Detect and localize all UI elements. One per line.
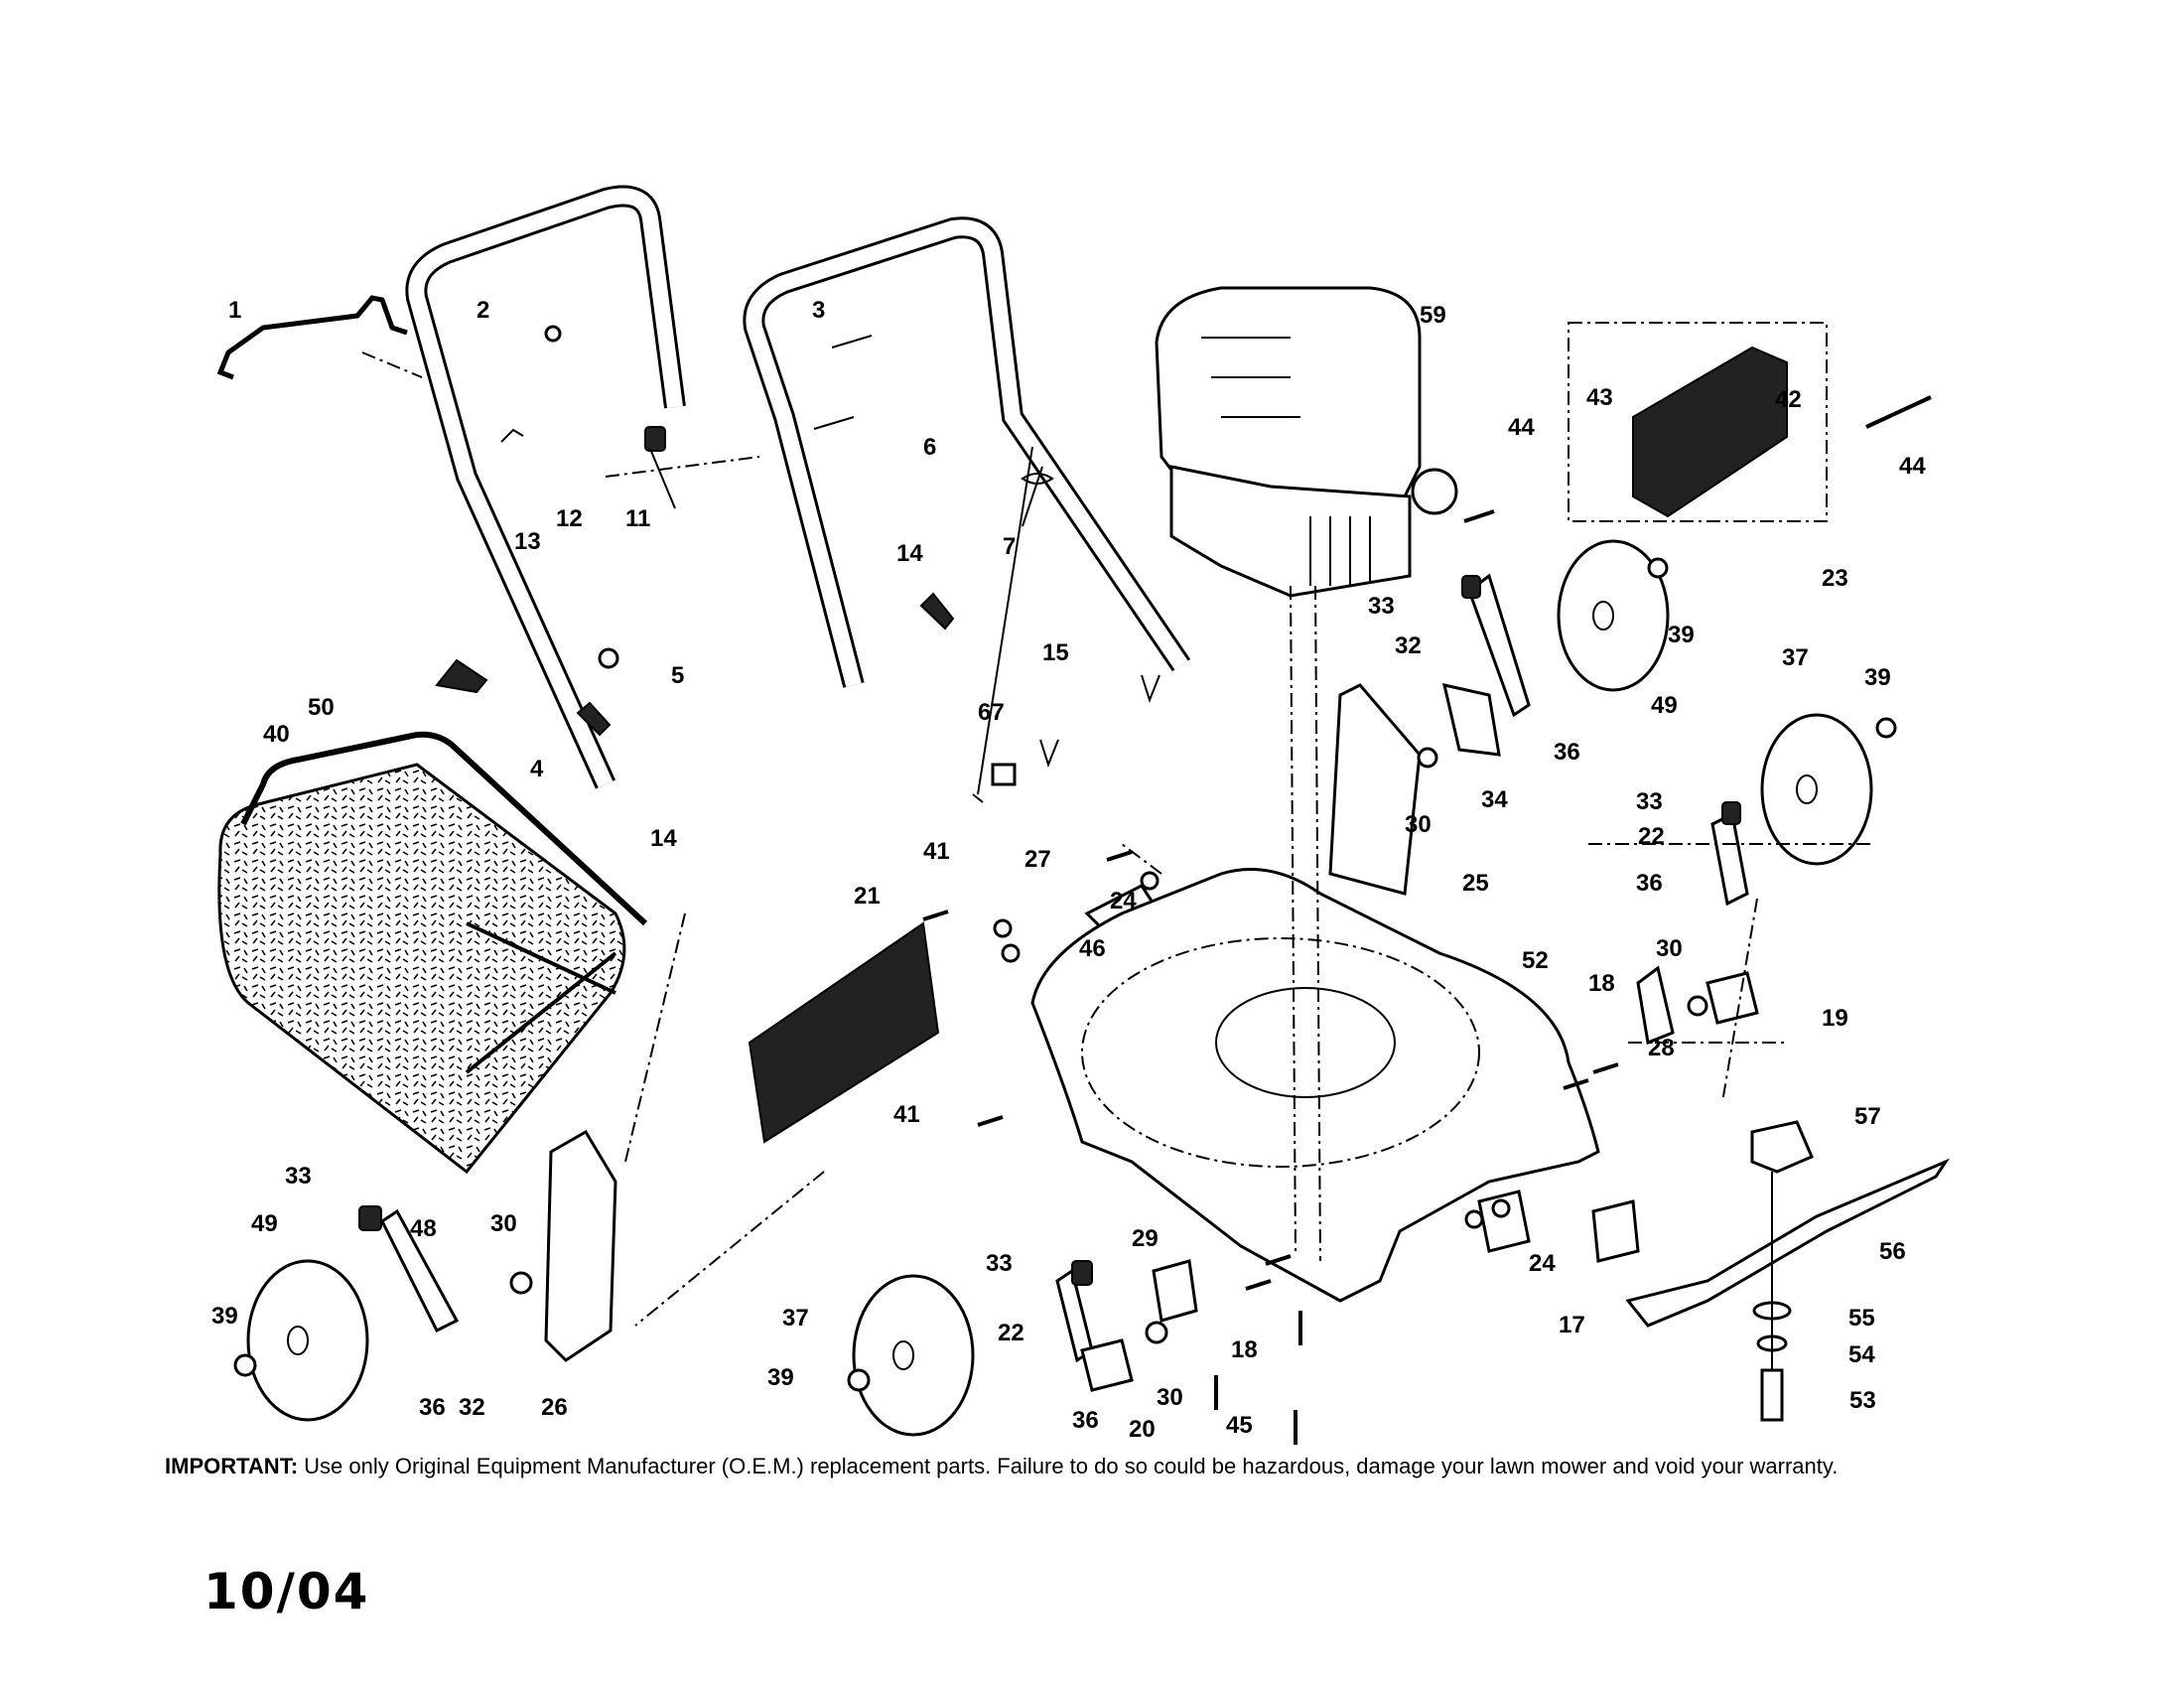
callout-label: 14: [896, 540, 923, 567]
part-bail-handle: [216, 295, 408, 380]
callout-label: 24: [1529, 1250, 1556, 1277]
part-height-adjusters: [358, 573, 1749, 1363]
part-engine: [1155, 286, 1458, 598]
callout-label: 34: [1481, 786, 1508, 813]
callout-label: 4: [530, 756, 544, 782]
part-upper-handle: [405, 185, 686, 789]
notice-heading: IMPORTANT:: [165, 1454, 299, 1478]
callout-label: 22: [998, 1320, 1024, 1346]
callout-label: 39: [1864, 664, 1891, 691]
callout-label: 7: [1003, 533, 1016, 560]
callout-label: 36: [419, 1394, 446, 1421]
callout-label: 41: [923, 838, 950, 865]
callout-label: 44: [1508, 414, 1535, 441]
callout-label: 25: [1462, 870, 1489, 897]
callout-label: 44: [1899, 453, 1926, 480]
callout-label: 32: [459, 1394, 485, 1421]
callout-label: 17: [1559, 1312, 1585, 1338]
part-mulch-plug: [748, 921, 940, 1144]
callout-label: 26: [541, 1394, 568, 1421]
part-rear-door: [1463, 322, 1932, 523]
callout-label: 39: [1668, 622, 1695, 648]
callout-label: 32: [1395, 632, 1422, 659]
callout-label: 59: [1420, 302, 1446, 329]
callout-label: 14: [650, 825, 677, 852]
callout-label: 6: [923, 434, 936, 461]
part-axle-brackets: [544, 683, 1422, 1362]
part-handle-knobs: [435, 325, 1054, 737]
callout-label: 33: [1368, 593, 1395, 620]
callout-label: 39: [211, 1303, 238, 1330]
callout-label: 52: [1522, 947, 1549, 974]
callout-label: 1: [228, 297, 241, 324]
callout-label: 3: [812, 297, 825, 324]
part-wheels: [233, 539, 1897, 1437]
callout-label: 48: [410, 1215, 437, 1242]
callout-label: 29: [1132, 1225, 1159, 1252]
callout-label: 36: [1636, 870, 1663, 897]
part-plates: [1080, 965, 1759, 1392]
callout-label: 2: [477, 297, 489, 324]
callout-label: 33: [1636, 788, 1663, 815]
callout-label: 12: [556, 505, 583, 532]
part-spacers: [509, 747, 1708, 1344]
callout-label: 54: [1848, 1341, 1875, 1368]
callout-labels: 1 2 3 4 5 6 7 11 12 13 14 14 15 17 18 18…: [211, 297, 1926, 1443]
callout-label: 18: [1231, 1336, 1258, 1363]
callout-label: 27: [1024, 846, 1051, 873]
callout-label: 55: [1848, 1305, 1875, 1332]
oem-parts-notice: IMPORTANT: Use only Original Equipment M…: [165, 1454, 2111, 1479]
assembly-leader-lines: [361, 351, 1871, 1327]
callout-label: 18: [1588, 970, 1615, 997]
callout-label: 56: [1879, 1238, 1906, 1265]
part-blade-assembly: [1625, 1120, 1951, 1422]
part-fasteners: [922, 850, 1619, 1445]
callout-label: 36: [1554, 739, 1580, 766]
callout-label: 30: [1656, 935, 1683, 962]
callout-label: 22: [1638, 823, 1665, 850]
callout-label: 30: [1405, 811, 1432, 838]
callout-label: 11: [625, 505, 650, 532]
callout-label: 53: [1849, 1387, 1876, 1414]
part-grass-catcher: [217, 731, 648, 1175]
callout-label: 67: [978, 699, 1005, 726]
callout-label: 41: [893, 1101, 920, 1128]
callout-label: 30: [490, 1210, 517, 1237]
callout-label: 33: [986, 1250, 1013, 1277]
part-mower-deck: [1030, 868, 1600, 1303]
notice-body: Use only Original Equipment Manufacturer…: [298, 1454, 1839, 1478]
callout-label: 21: [854, 883, 881, 910]
callout-label: 15: [1042, 639, 1069, 666]
part-clips: [991, 674, 1160, 786]
crankshaft-centerline: [1290, 585, 1321, 1262]
revision-date: 10/04: [204, 1563, 370, 1620]
callout-label: 36: [1072, 1407, 1099, 1434]
callout-label: 57: [1854, 1103, 1881, 1130]
callout-label: 49: [251, 1210, 278, 1237]
callout-label: 46: [1079, 935, 1106, 962]
callout-label: 42: [1775, 386, 1802, 413]
callout-label: 33: [285, 1163, 312, 1190]
callout-label: 43: [1586, 384, 1613, 411]
callout-label: 49: [1651, 692, 1678, 719]
part-lower-handle: [743, 216, 1191, 803]
callout-label: 39: [767, 1364, 794, 1391]
callout-label: 5: [671, 662, 684, 689]
callout-label: 20: [1129, 1416, 1156, 1443]
callout-label: 24: [1110, 888, 1137, 914]
callout-label: 37: [1782, 644, 1809, 671]
callout-label: 50: [308, 694, 335, 721]
callout-label: 23: [1822, 565, 1848, 592]
callout-label: 37: [782, 1305, 809, 1332]
callout-label: 19: [1822, 1005, 1848, 1032]
callout-label: 28: [1648, 1035, 1675, 1061]
callout-label: 13: [514, 528, 541, 555]
callout-label: 45: [1226, 1412, 1253, 1439]
callout-label: 30: [1157, 1384, 1183, 1411]
callout-label: 40: [263, 721, 290, 748]
